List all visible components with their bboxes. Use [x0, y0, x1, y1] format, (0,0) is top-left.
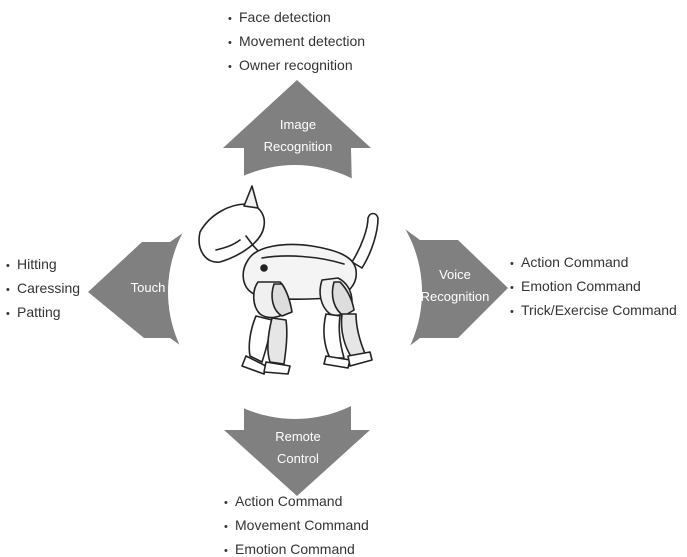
touch-list: Hitting Caressing Patting [6, 253, 80, 325]
list-item: Action Command [510, 251, 677, 275]
list-item: Caressing [6, 277, 80, 301]
arrow-label-remote-control: Remote Control [243, 426, 353, 470]
arrow-label-voice-recognition: Voice Recognition [405, 264, 505, 308]
list-item: Trick/Exercise Command [510, 299, 677, 323]
list-item: Movement detection [228, 30, 365, 54]
arrow-label-image-recognition: Image Recognition [243, 114, 353, 158]
label-line: Remote [275, 429, 321, 444]
list-item: Face detection [228, 6, 365, 30]
list-item: Emotion Command [510, 275, 677, 299]
remote-control-list: Action Command Movement Command Emotion … [224, 490, 369, 557]
voice-recognition-list: Action Command Emotion Command Trick/Exe… [510, 251, 677, 323]
list-item: Owner recognition [228, 54, 365, 78]
robot-dog-illustration [198, 185, 379, 375]
label-line: Touch [130, 280, 166, 295]
list-item: Hitting [6, 253, 80, 277]
list-item: Movement Command [224, 514, 369, 538]
list-item: Action Command [224, 490, 369, 514]
list-item: Emotion Command [224, 538, 369, 557]
label-line: Image [279, 117, 317, 132]
label-line: Recognition [263, 139, 333, 154]
label-line: Control [277, 451, 319, 466]
list-item: Patting [6, 301, 80, 325]
arrow-label-touch: Touch [108, 277, 188, 299]
label-line: Voice [439, 267, 471, 282]
image-recognition-list: Face detection Movement detection Owner … [228, 6, 365, 78]
label-line: Recognition [420, 289, 490, 304]
